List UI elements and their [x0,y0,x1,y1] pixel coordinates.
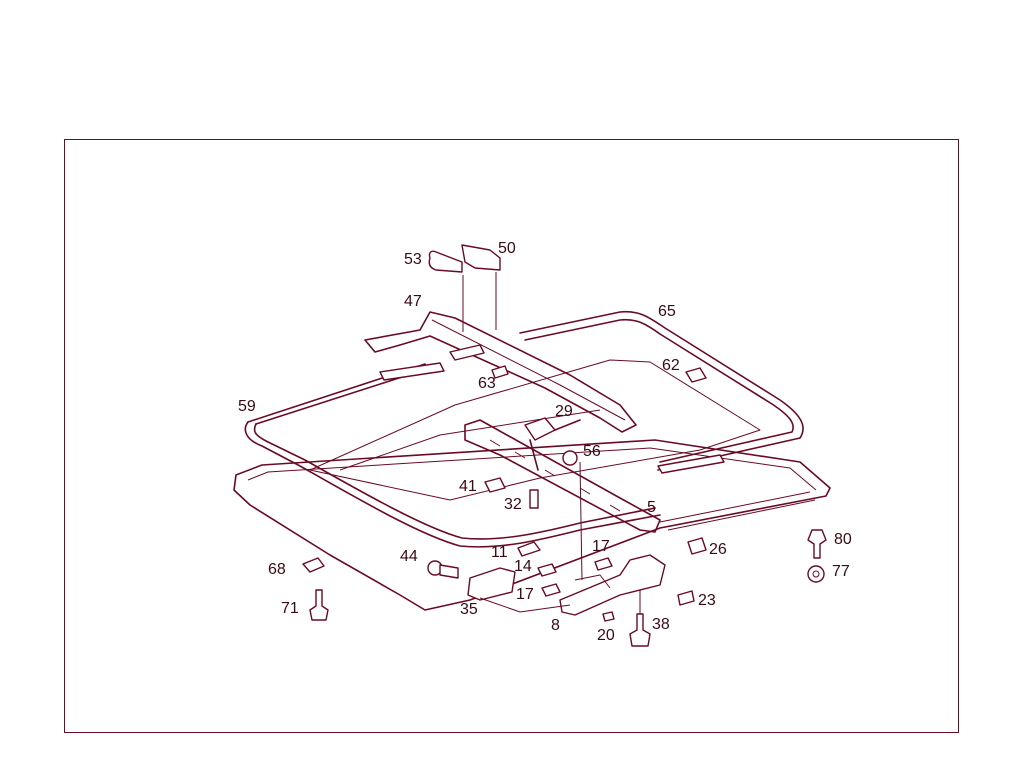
strip-63b [491,365,509,379]
leader-56 [579,461,583,581]
screw-38 [629,613,651,647]
seal-59 [244,421,661,548]
roof-frame-outline [233,439,831,611]
strip-63 [449,344,485,361]
roof-opening [309,359,761,501]
label-62: 62 [662,357,680,374]
leader-35b [519,604,571,613]
leader-35 [479,597,521,613]
nut-77 [807,565,825,583]
label-35: 35 [460,601,478,618]
label-44: 44 [400,548,418,565]
label-5: 5 [647,499,656,516]
guide-rail-5-slots [489,439,621,512]
label-26: 26 [709,541,727,558]
clip-41 [484,477,506,493]
bolt-44-shank [439,564,459,579]
part-14 [537,563,557,577]
part-23 [677,590,695,606]
bolt-80 [807,529,827,559]
cross-member-47-edge [431,319,626,421]
strip-right [657,454,725,474]
guide-rail-5 [464,419,661,533]
label-59: 59 [238,398,256,415]
label-32: 32 [504,496,522,513]
strip-left [379,362,445,381]
seal-65 [519,310,804,471]
part-20 [602,611,615,622]
roller-56 [562,450,578,466]
mechanism-8 [559,554,666,616]
screw-71 [309,589,329,621]
label-53: 53 [404,251,422,268]
handle-53 [428,250,463,273]
nut-77-hole [812,570,820,578]
clip-68 [302,557,325,573]
label-65: 65 [658,303,676,320]
label-14: 14 [514,558,532,575]
label-11: 11 [491,544,508,561]
roof-frame-inner-edge [247,447,817,491]
part-11 [517,541,541,557]
label-29: 29 [555,403,573,420]
label-17a: 17 [592,538,610,555]
link-29 [529,419,581,471]
bracket-35 [467,567,516,601]
roof-frame-right-rail [659,491,816,531]
label-41: 41 [459,478,477,495]
label-68: 68 [268,561,286,578]
label-80: 80 [834,531,852,548]
label-23: 23 [698,592,716,609]
strip-62 [685,367,707,383]
seal-59-inner [253,423,656,540]
label-20: 20 [597,627,615,644]
label-71: 71 [281,600,299,617]
label-17b: 17 [516,586,534,603]
label-63: 63 [478,375,496,392]
label-50: 50 [498,240,516,257]
bolt-32 [529,489,539,509]
diagram-frame [64,139,959,733]
mechanism-8-detail [574,574,611,589]
label-77: 77 [832,563,850,580]
part-26 [687,537,707,555]
label-8: 8 [551,617,560,634]
label-47: 47 [404,293,422,310]
roof-opening-inner [339,409,601,471]
clip-50 [461,244,501,271]
cross-member-47 [364,311,637,433]
part-17a [594,557,613,571]
part-17b [541,583,561,597]
seal-65-inner [524,318,794,463]
label-56: 56 [583,443,601,460]
label-38: 38 [652,616,670,633]
